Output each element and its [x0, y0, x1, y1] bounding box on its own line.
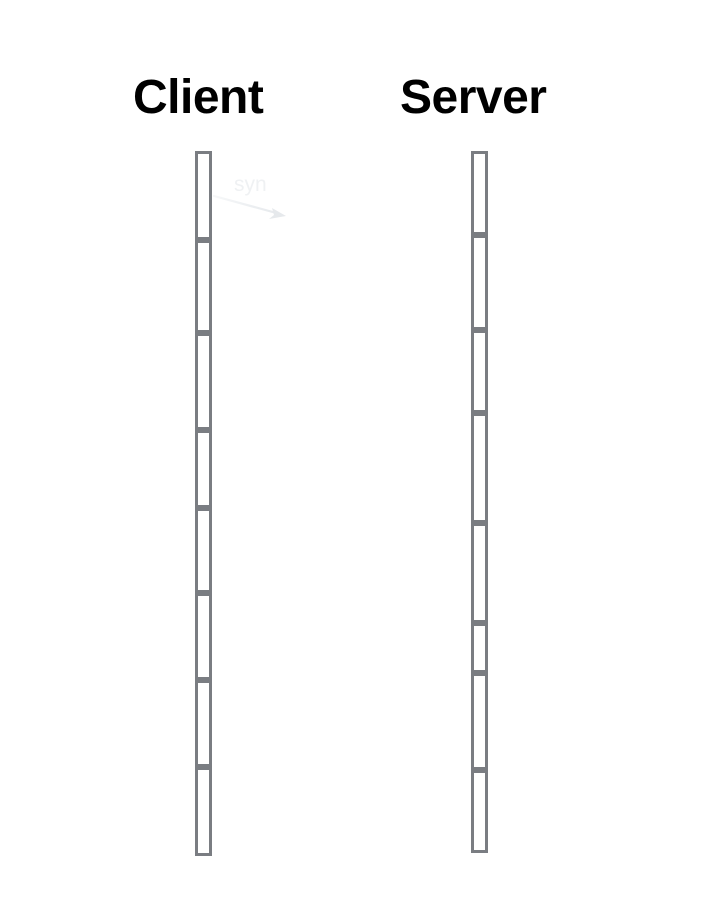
- activation-box: [195, 333, 212, 430]
- activation-box: [195, 593, 212, 680]
- activation-box: [471, 413, 488, 523]
- activation-box: [195, 151, 212, 240]
- activation-box: [195, 240, 212, 333]
- activation-box: [471, 330, 488, 413]
- message-label-syn: syn: [234, 173, 267, 196]
- message-arrow-syn: [212, 194, 286, 219]
- activation-box: [471, 523, 488, 623]
- activation-box: [471, 151, 488, 235]
- activation-box: [471, 623, 488, 673]
- activation-box: [471, 673, 488, 770]
- activation-box: [195, 508, 212, 593]
- activation-box: [471, 770, 488, 853]
- participant-title-server: Server: [400, 71, 547, 124]
- activation-box: [471, 235, 488, 330]
- participant-title-client: Client: [133, 71, 264, 124]
- activation-box: [195, 767, 212, 856]
- activation-box: [195, 680, 212, 767]
- activation-box: [195, 430, 212, 508]
